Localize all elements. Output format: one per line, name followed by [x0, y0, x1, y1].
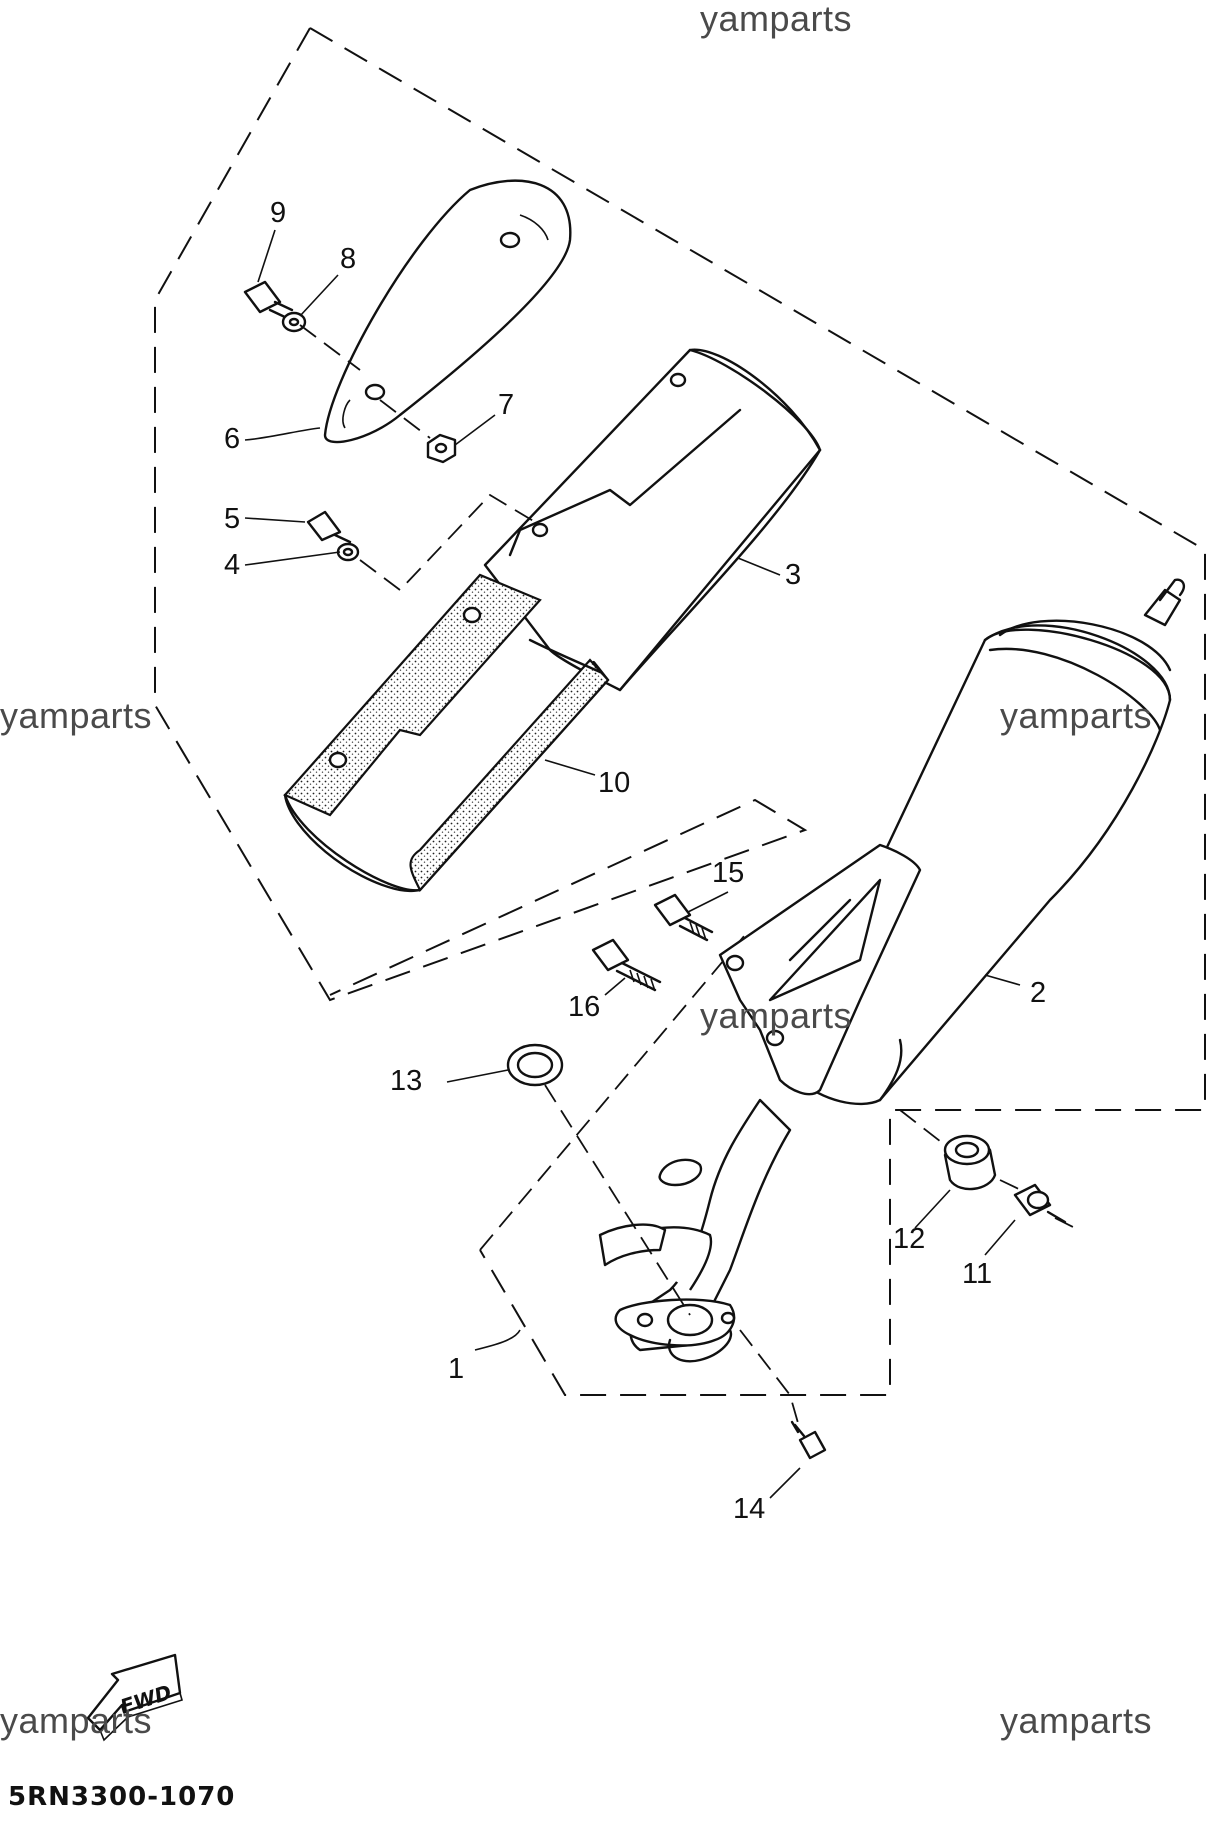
gasket — [506, 1043, 564, 1087]
callout-11: 11 — [962, 1258, 992, 1290]
cover-group-outline-top — [309, 27, 1206, 1396]
watermark-right: yamparts — [1000, 695, 1153, 736]
heat-shield-plate — [323, 179, 572, 444]
callout-4: 4 — [224, 549, 240, 581]
bolt-11 — [1013, 1183, 1067, 1224]
leader-lines — [244, 229, 1021, 1499]
exhaust-pipe — [598, 1098, 792, 1363]
watermark-bottom-left: yamparts — [0, 1700, 153, 1741]
guide-line-11 — [999, 1179, 1026, 1193]
bolt-9 — [243, 280, 294, 320]
callout-12: 12 — [893, 1223, 925, 1255]
callout-5: 5 — [224, 503, 240, 535]
callout-13: 13 — [390, 1065, 422, 1097]
watermark-bottom-right: yamparts — [1000, 1700, 1153, 1741]
collar — [943, 1134, 997, 1191]
muffler-cover — [483, 348, 822, 692]
callout-2: 2 — [1030, 977, 1046, 1009]
muffler-body — [794, 578, 1185, 1106]
callout-15: 15 — [712, 857, 744, 889]
bolt-16 — [591, 938, 662, 992]
callout-3: 3 — [785, 559, 801, 591]
washer-4 — [336, 542, 360, 562]
pipe-group-outline — [479, 934, 790, 1251]
callout-10: 10 — [598, 767, 630, 799]
callout-16: 16 — [568, 991, 600, 1023]
watermark-left: yamparts — [0, 695, 153, 736]
heat-protector — [283, 573, 610, 893]
callout-8: 8 — [340, 243, 356, 275]
guide-line-14 — [739, 1329, 801, 1431]
diagram-code: 5RN3300-1070 — [8, 1782, 236, 1812]
watermark-top: yamparts — [700, 0, 853, 39]
callout-9: 9 — [270, 197, 286, 229]
guide-line-7 — [379, 399, 431, 439]
callout-14: 14 — [733, 1493, 765, 1525]
cover-group-outline — [154, 27, 808, 1002]
nut-7 — [426, 433, 457, 464]
muffler-bracket — [718, 843, 922, 1096]
guide-line-13 — [544, 1084, 691, 1316]
watermark-center: yamparts — [700, 995, 853, 1036]
callout-1: 1 — [448, 1353, 464, 1385]
washer-8 — [281, 311, 307, 333]
guide-line-5 — [359, 493, 541, 592]
callout-6: 6 — [224, 423, 240, 455]
guide-line-12 — [899, 1109, 946, 1146]
guide-line-9 — [299, 324, 361, 371]
bolt-15 — [653, 893, 714, 942]
guide-line-11b — [1054, 1217, 1076, 1229]
callout-7: 7 — [498, 389, 514, 421]
bolt-5 — [306, 510, 352, 544]
bolt-14 — [790, 1420, 827, 1460]
